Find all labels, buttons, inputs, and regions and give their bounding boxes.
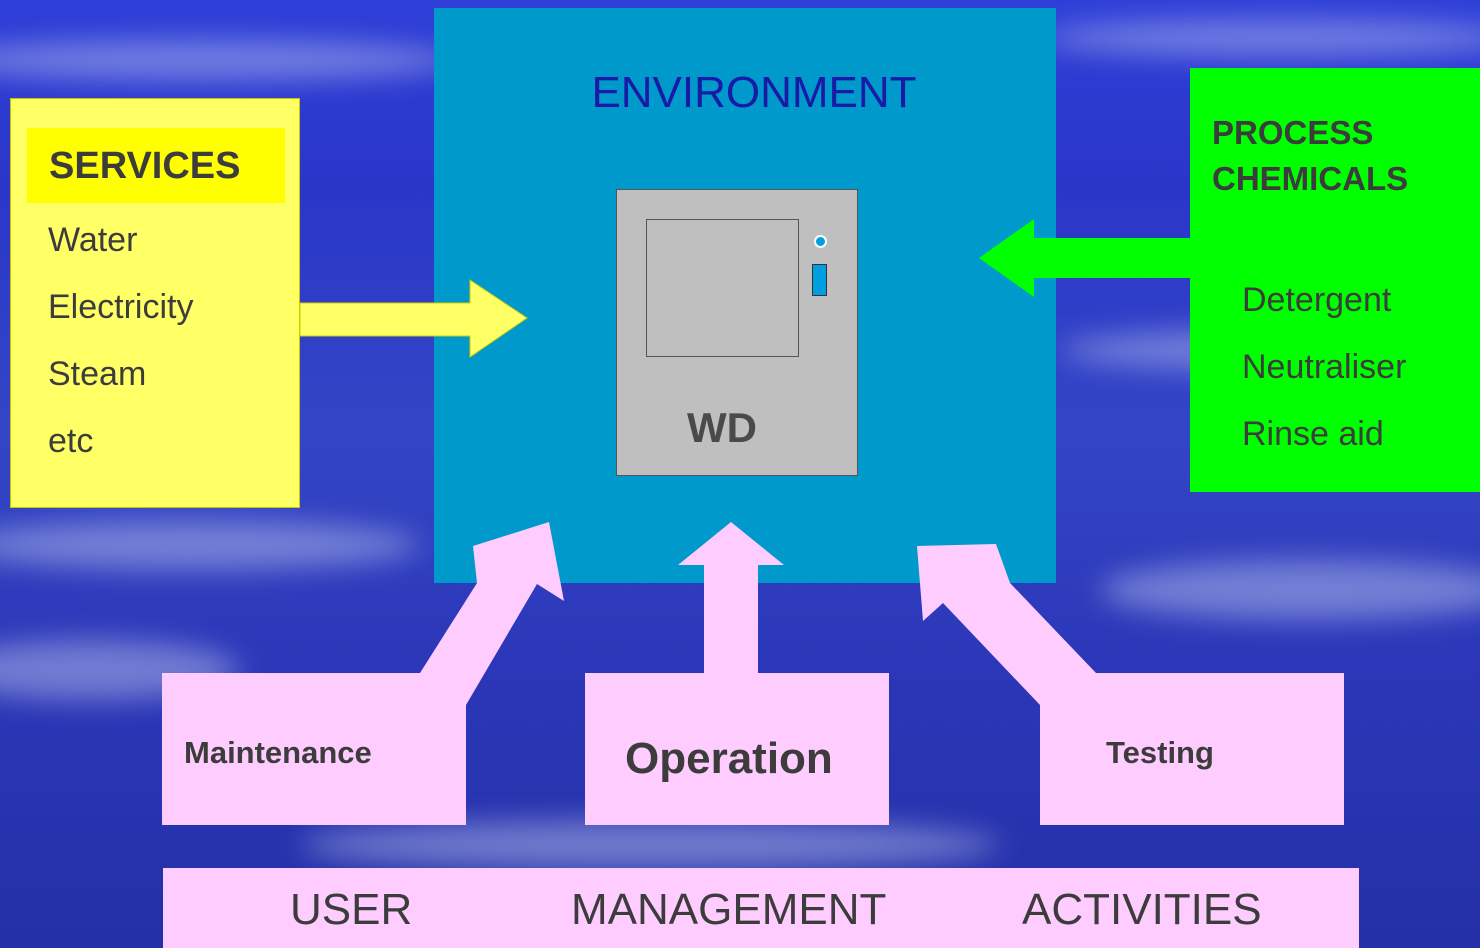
operation-arrow [678, 522, 784, 673]
environment-title: ENVIRONMENT [591, 68, 917, 117]
background-streak [0, 40, 460, 80]
chemicals-item: Neutraliser [1242, 348, 1407, 386]
testing-label: Testing [1106, 735, 1214, 770]
operation-box [585, 673, 889, 825]
machine-door [646, 219, 799, 357]
testing-arrow [917, 544, 1096, 705]
machine-label: WD [687, 404, 757, 451]
chemicals-heading-line2: CHEMICALS [1212, 160, 1409, 197]
chemicals-box [1190, 68, 1480, 492]
services-heading-bg [27, 128, 285, 203]
user-management-bar [163, 868, 1359, 948]
operation-label: Operation [625, 734, 833, 783]
maintenance-box [162, 673, 466, 825]
chemicals-item: Detergent [1242, 281, 1392, 319]
background-streak [0, 520, 420, 570]
chemicals-item: Rinse aid [1242, 415, 1384, 453]
background-streak [1100, 560, 1480, 620]
services-item: Steam [48, 355, 147, 393]
indicator-light-icon [814, 235, 827, 248]
maintenance-label: Maintenance [184, 735, 372, 770]
background-streak [1040, 20, 1480, 56]
chemicals-heading-line1: PROCESS [1212, 114, 1374, 151]
footer-word-activities: ACTIVITIES [1022, 885, 1262, 934]
background-streak [300, 820, 1000, 870]
maintenance-arrow [420, 522, 564, 705]
footer-word-management: MANAGEMENT [571, 885, 887, 934]
services-item: Electricity [48, 288, 194, 326]
services-heading: SERVICES [49, 145, 241, 187]
footer-word-user: USER [290, 885, 413, 934]
testing-box [1040, 673, 1344, 825]
control-slot-icon [812, 264, 827, 296]
services-item: etc [48, 422, 94, 460]
services-item: Water [48, 221, 138, 259]
services-arrow [299, 279, 528, 358]
chemicals-arrow [979, 219, 1190, 297]
